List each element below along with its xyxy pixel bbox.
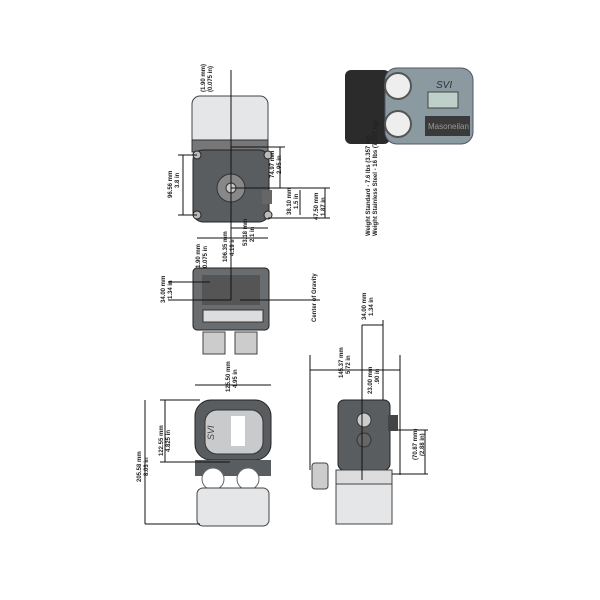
svg-text:74.97 mm2.95 in: 74.97 mm2.95 in (270, 151, 283, 178)
dim-top-offset-in: (0.075 in) (208, 66, 214, 92)
svg-text:145.37 mm5.72 in: 145.37 mm5.72 in (339, 347, 352, 378)
svg-text:1.90 mm0.075 in: 1.90 mm0.075 in (196, 244, 209, 268)
svg-text:23.00 mm.90 in: 23.00 mm.90 in (368, 367, 381, 394)
dim-side-depth-mm: 145.37 mm (339, 347, 345, 378)
svg-text:(70.87 mm)(2.88 in): (70.87 mm)(2.88 in) (413, 429, 426, 460)
dim-port-offset-mm: 47.50 mm (314, 193, 320, 220)
dim-half-width-in: 2.1 in (250, 226, 256, 242)
dim-port-spacing-in: 1.5 in (294, 193, 300, 209)
svg-text:96.56 mm3.8 in: 96.56 mm3.8 in (168, 171, 181, 198)
svg-text:47.50 mm1.87 in: 47.50 mm1.87 in (314, 193, 327, 220)
dim-port-spacing-mm: 38.10 mm (287, 188, 293, 215)
side-view (311, 399, 398, 525)
dim-cog-depth-mm: 34.00 mm (161, 276, 167, 303)
svg-text:38.10 mm1.5 in: 38.10 mm1.5 in (287, 188, 300, 215)
dim-top-offset-mm: (1.90 mm) (201, 64, 207, 92)
weight-stainless: Weight Stainless Steel - 16 lbs (7.257 k… (373, 120, 379, 236)
dim-side-offset-mm: 1.90 mm (196, 244, 202, 268)
dim-front-mount-in: 4.825 in (166, 430, 172, 452)
dimension-lines (144, 70, 428, 525)
svg-text:(1.90 mm)(0.075 in): (1.90 mm)(0.075 in) (201, 64, 214, 92)
center-of-gravity-label: Center of Gravity (312, 273, 318, 322)
dimension-labels: (1.90 mm)(0.075 in) 96.56 mm3.8 in 74.97… (137, 64, 426, 482)
product-photo: SVI Masoneilan (345, 67, 474, 145)
svg-text:Weight Standard - 7.6 lbs (3.3: Weight Standard - 7.6 lbs (3.357 kg)Weig… (366, 120, 379, 236)
dim-front-height-mm: 205.58 mm (137, 451, 143, 482)
dim-side-small-mm: 23.00 mm (368, 367, 374, 394)
dim-side-depth-in: 5.72 in (346, 355, 352, 374)
svg-text:125.50 mm4.95 in: 125.50 mm4.95 in (226, 361, 239, 392)
dim-cog-vertical-mm: 74.97 mm (270, 151, 276, 178)
dim-half-width-mm: 53.18 mm (243, 219, 249, 246)
dim-port-offset-in: 1.87 in (321, 197, 327, 216)
dim-cog-depth-in: 1.34 in (168, 280, 174, 299)
weight-standard: Weight Standard - 7.6 lbs (3.357 kg) (366, 135, 372, 236)
svg-text:205.58 mm8.03 in: 205.58 mm8.03 in (137, 451, 150, 482)
dim-front-width-mm: 125.50 mm (226, 361, 232, 392)
dim-side-cog-mm: 34.00 mm (362, 293, 368, 320)
top-view (191, 95, 273, 223)
dim-cog-vertical-in: 2.95 in (277, 155, 283, 174)
dim-width-mm: 106.35 mm (223, 231, 229, 262)
dim-height-in: 3.8 in (175, 172, 181, 188)
dim-height-mm: 96.56 mm (168, 171, 174, 198)
dim-side-cog-in: 1.34 in (369, 297, 375, 316)
svg-text:34.00 mm1.34 in: 34.00 mm1.34 in (161, 276, 174, 303)
svg-text:34.00 mm1.34 in: 34.00 mm1.34 in (362, 293, 375, 320)
svg-text:53.18 mm2.1 in: 53.18 mm2.1 in (243, 219, 256, 246)
svg-text:106.35 mm4.19 in: 106.35 mm4.19 in (223, 231, 236, 262)
front-view: SVI (194, 399, 272, 527)
photo-logo: SVI (436, 80, 452, 91)
svg-text:122.55 mm4.825 in: 122.55 mm4.825 in (159, 425, 172, 456)
dim-side-offset-in: 0.075 in (203, 246, 209, 268)
dim-side-port-in: (2.88 in) (420, 433, 426, 456)
dim-side-port-mm: (70.87 mm) (413, 429, 419, 460)
dim-front-height-in: 8.03 in (144, 457, 150, 476)
brand-label: Masoneilan (428, 122, 469, 131)
dim-width-in: 4.19 in (230, 237, 236, 256)
dim-front-width-in: 4.95 in (233, 369, 239, 388)
dim-side-small-in: .90 in (375, 368, 381, 384)
svi-logo: SVI (206, 425, 216, 440)
dim-front-mount-mm: 122.55 mm (159, 425, 165, 456)
